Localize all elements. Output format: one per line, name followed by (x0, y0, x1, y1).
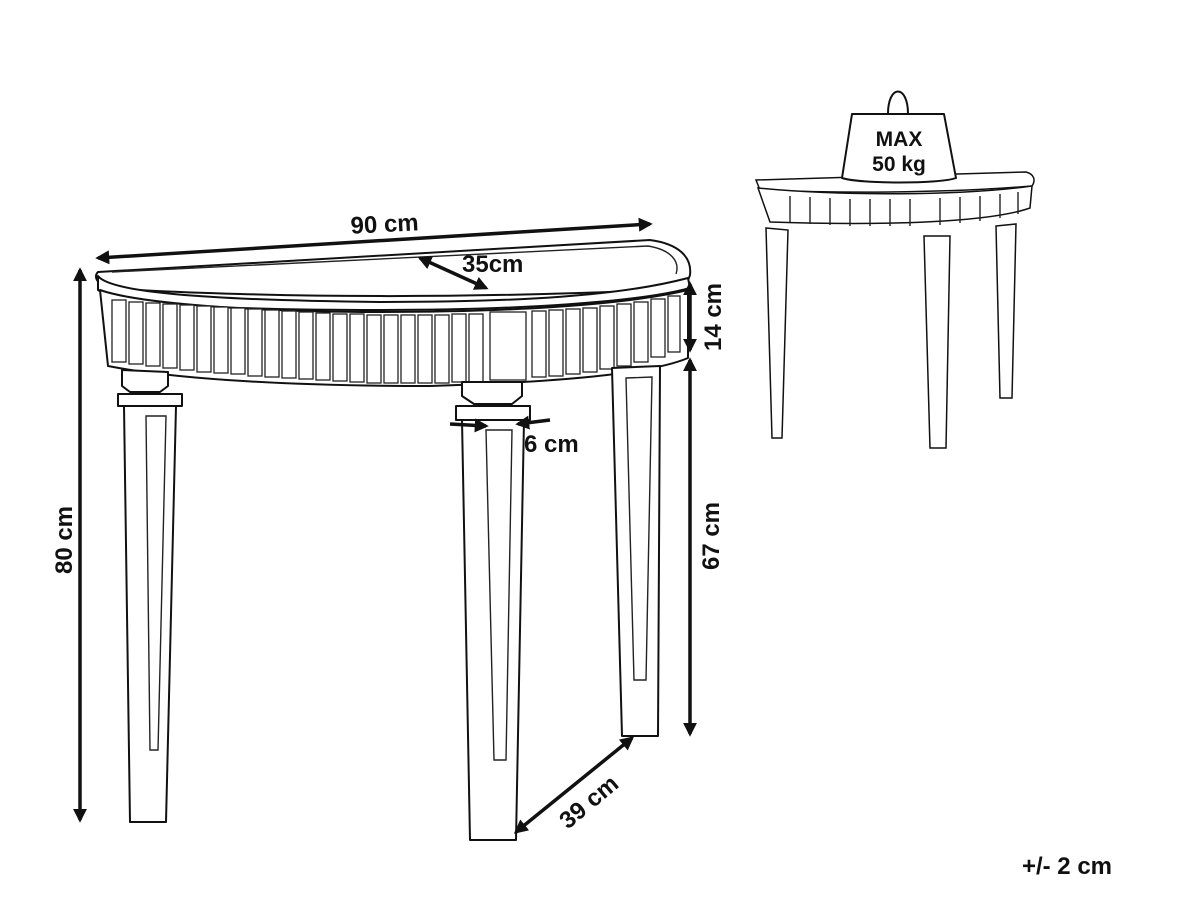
dimension-arrows (73, 217, 697, 834)
weight-icon: MAX 50 kg (841, 90, 957, 184)
weight-limit-illustration: MAX 50 kg (754, 90, 1035, 449)
width-arrow (95, 217, 653, 265)
leg-span-label: 39 cm (554, 770, 623, 834)
width-label: 90 cm (350, 209, 419, 240)
main-table-drawing (95, 239, 692, 841)
weight-max-label: MAX (876, 128, 923, 151)
weight-value-label: 50 kg (872, 153, 926, 176)
left-leg (117, 369, 183, 823)
depth-arrow (417, 256, 489, 290)
front-leg (455, 381, 531, 841)
depth-label: 35cm (462, 251, 523, 278)
leg-width-label: 6 cm (524, 431, 579, 458)
tolerance-label: +/- 2 cm (1022, 853, 1112, 880)
apron-height-label: 14 cm (700, 283, 727, 351)
total-height-label: 80 cm (51, 506, 78, 574)
leg-width-arrow-left (449, 418, 489, 433)
right-leg (611, 365, 661, 737)
leg-span-arrow (513, 736, 635, 834)
leg-height-label: 67 cm (698, 502, 725, 570)
apron-panels (111, 295, 681, 384)
leg-width-arrow-right (515, 415, 551, 430)
